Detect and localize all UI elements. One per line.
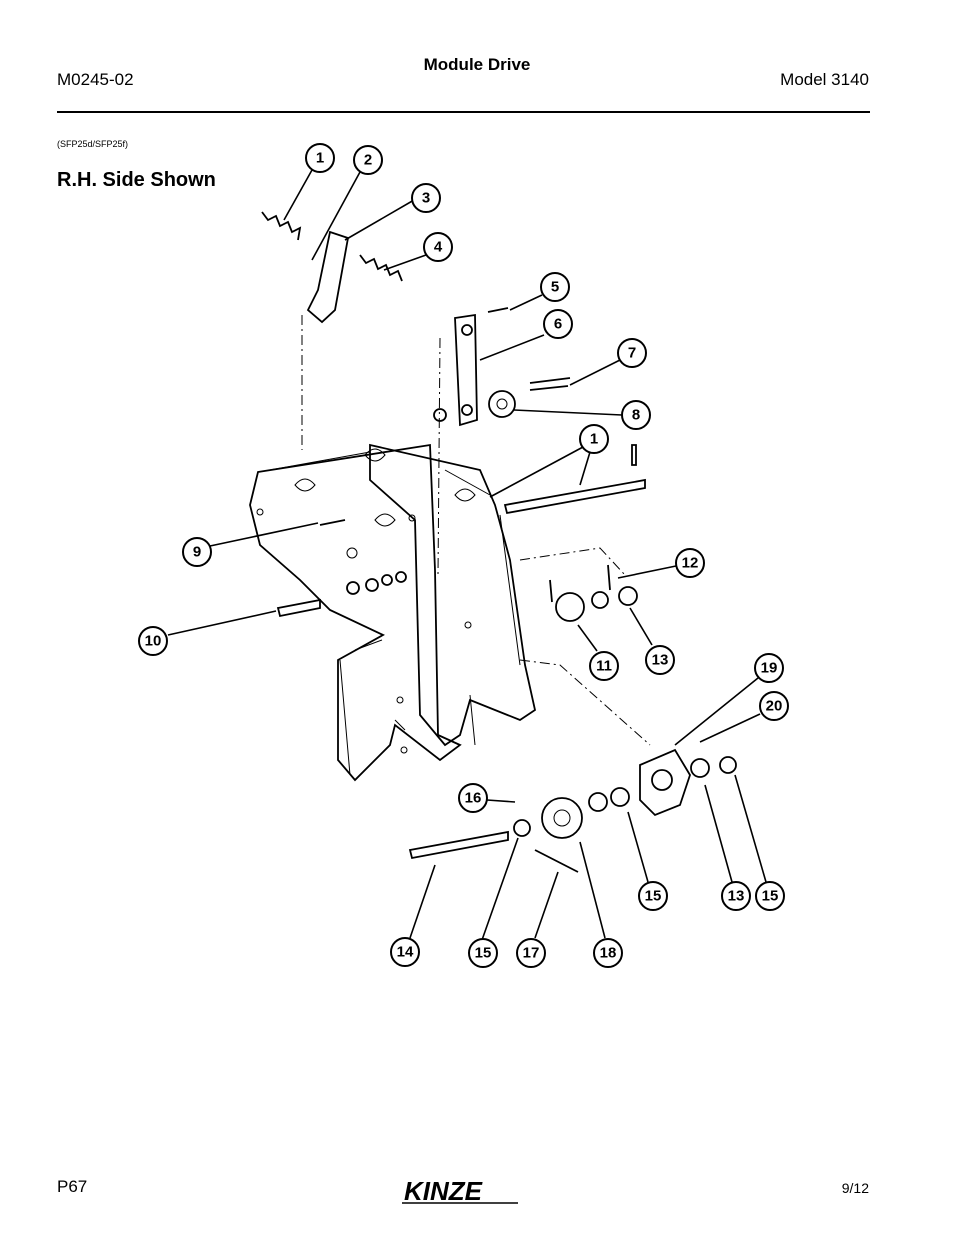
- callout-7: 7: [617, 338, 647, 368]
- svg-text:4: 4: [434, 239, 443, 256]
- svg-text:11: 11: [596, 658, 612, 675]
- carriage-bolt: [276, 598, 321, 618]
- hex-shaft-lower: [408, 830, 509, 860]
- svg-text:6: 6: [554, 316, 562, 333]
- svg-text:15: 15: [475, 945, 492, 962]
- model-label: Model 3140: [780, 70, 869, 89]
- svg-text:12: 12: [682, 555, 699, 572]
- figure-code: (SFP25d/SFP25f): [57, 139, 129, 149]
- kinze-logo: KINZE: [402, 1176, 518, 1206]
- svg-text:14: 14: [397, 944, 414, 961]
- callout-20: 20: [759, 691, 789, 721]
- callout-4: 4: [423, 232, 453, 262]
- callout-17: 17: [516, 938, 546, 968]
- svg-text:13: 13: [652, 652, 669, 669]
- svg-text:16: 16: [465, 790, 482, 807]
- section-title: Module Drive: [423, 55, 531, 74]
- svg-text:3: 3: [422, 190, 430, 207]
- spring-4: [359, 254, 403, 282]
- frame-plate-left: [249, 443, 462, 782]
- svg-text:1: 1: [590, 431, 598, 448]
- bearing-flange: [639, 748, 691, 817]
- svg-text:10: 10: [145, 633, 162, 650]
- callout-3: 3: [411, 183, 441, 213]
- callout-6: 6: [543, 309, 573, 339]
- svg-text:19: 19: [761, 660, 778, 677]
- svg-text:17: 17: [523, 945, 540, 962]
- callout-12: 12: [675, 548, 705, 578]
- leader-lines: [167, 169, 767, 941]
- idler-sprocket: [488, 390, 516, 418]
- svg-text:20: 20: [766, 698, 783, 715]
- svg-text:15: 15: [762, 888, 779, 905]
- svg-text:7: 7: [628, 345, 636, 362]
- view-caption: R.H. Side Shown: [57, 169, 216, 191]
- callout-10: 10: [138, 626, 168, 656]
- svg-text:13: 13: [728, 888, 745, 905]
- callout-16: 16: [458, 783, 488, 813]
- callout-5: 5: [540, 272, 570, 302]
- drive-sprocket-small: [555, 592, 585, 622]
- idler-arm: [454, 313, 478, 427]
- callout-15: 15: [638, 881, 668, 911]
- svg-text:2: 2: [364, 152, 372, 169]
- hex-shaft-upper: [503, 478, 646, 515]
- callout-8: 8: [621, 400, 651, 430]
- svg-text:18: 18: [600, 945, 617, 962]
- drive-chain: [534, 849, 579, 873]
- callout-1b: 1: [579, 424, 609, 454]
- page-number: P67: [57, 1177, 88, 1196]
- revision-date: 9/12: [841, 1180, 869, 1196]
- svg-text:9: 9: [193, 544, 201, 561]
- callout-18: 18: [593, 938, 623, 968]
- callout-2: 2: [353, 145, 383, 175]
- drive-sprocket-large: [541, 797, 583, 839]
- frame-plate-right: [369, 443, 537, 747]
- callout-13: 13: [645, 645, 675, 675]
- callout-19: 19: [754, 653, 784, 683]
- svg-text:5: 5: [551, 279, 559, 296]
- svg-text:1: 1: [316, 150, 324, 167]
- callout-15b: 15: [755, 881, 785, 911]
- callout-11: 11: [589, 651, 619, 681]
- header-divider: [57, 111, 870, 113]
- idler-bracket: [306, 230, 350, 324]
- callout-9: 9: [182, 537, 212, 567]
- callout-1: 1: [305, 143, 335, 173]
- svg-text:8: 8: [632, 407, 640, 424]
- callout-13b: 13: [721, 881, 751, 911]
- callout-15c: 15: [468, 938, 498, 968]
- callout-14: 14: [390, 937, 420, 967]
- svg-text:KINZE: KINZE: [404, 1176, 483, 1206]
- spring-1: [261, 211, 302, 241]
- document-number: M0245-02: [57, 70, 134, 89]
- svg-text:15: 15: [645, 888, 662, 905]
